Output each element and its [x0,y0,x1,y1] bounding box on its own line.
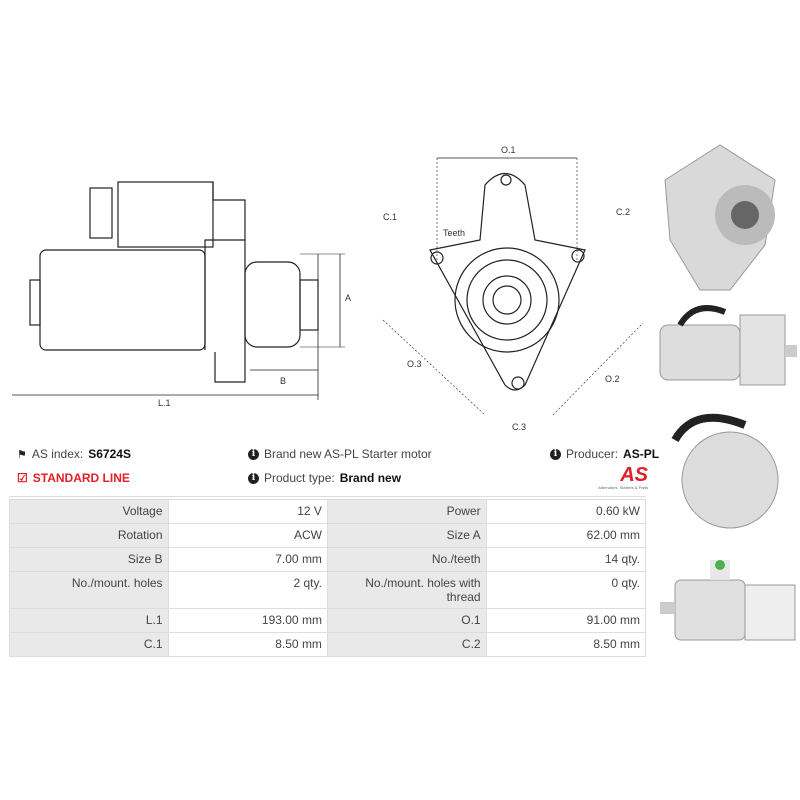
product-photos [659,144,797,641]
spec-label: Size B [9,547,169,572]
logo-tagline: Alternators, Starters & Parts [598,485,648,490]
label-teeth: Teeth [443,228,465,238]
photo-side [659,305,797,386]
spec-label: Rotation [9,523,169,548]
label-b: B [280,376,286,386]
product-type-value: Brand new [339,471,402,485]
spec-label: O.1 [326,608,487,633]
spec-label: No./mount. holes with thread [326,571,487,609]
logo-mark: AS [620,464,648,486]
as-index-value: S6724S [88,447,131,461]
label-o2: O.2 [605,374,620,384]
spec-value: 8.50 mm [167,632,328,657]
standard-line: ☑ STANDARD LINE [17,471,130,485]
spec-value: ACW [167,523,328,548]
spec-label: L.1 [9,608,169,633]
tag-icon: ⚑ [17,448,27,461]
standard-line-label: STANDARD LINE [32,471,130,485]
producer-label: Producer: [566,447,619,461]
label-c1: C.1 [383,212,397,222]
checkbox-icon: ☑ [17,471,28,485]
spec-label: C.1 [9,632,169,657]
label-o3: O.3 [407,359,422,369]
spec-label: Power [326,499,487,524]
spec-value: 62.00 mm [485,523,647,548]
label-a: A [345,293,351,303]
product-type: i Product type: Brand new [248,471,401,485]
spec-value: 91.00 mm [485,608,647,633]
product-type-label: Product type: [264,471,335,485]
spec-value: 8.50 mm [485,632,647,657]
spec-value: 0 qty. [485,571,647,609]
spec-label: Voltage [9,499,169,524]
label-l1: L.1 [158,398,171,408]
spec-value: 7.00 mm [167,547,328,572]
description-text: Brand new AS-PL Starter motor [264,447,432,461]
divider [9,496,646,497]
photo-side-label [660,560,796,641]
spec-value: 14 qty. [485,547,647,572]
as-index: ⚑ AS index: S6724S [17,447,131,461]
spec-label: No./mount. holes [9,571,169,609]
info-icon: i [248,448,259,460]
side-view-diagram: A B L.1 [12,181,351,408]
spec-value: 12 V [167,499,328,524]
producer: i Producer: AS-PL [550,447,659,461]
info-icon: i [248,472,259,484]
as-pl-logo: AS Alternators, Starters & Parts [586,465,648,490]
spec-value: 2 qty. [167,571,328,609]
producer-value: AS-PL [623,447,660,461]
label-c3: C.3 [512,422,526,432]
label-o1: O.1 [501,145,516,155]
label-c2: C.2 [616,207,630,217]
spec-value: 193.00 mm [167,608,328,633]
description: i Brand new AS-PL Starter motor [248,447,432,461]
front-view-diagram: O.1 C.1 C.2 Teeth O.3 O.2 C.3 [382,145,644,432]
info-icon: i [550,448,561,460]
as-index-label: AS index: [31,447,84,461]
photo-front-flange [664,144,776,291]
spec-label: C.2 [326,632,487,657]
spec-value: 0.60 kW [485,499,647,524]
spec-label: No./teeth [326,547,487,572]
photo-rear [671,413,779,529]
spec-label: Size A [326,523,487,548]
